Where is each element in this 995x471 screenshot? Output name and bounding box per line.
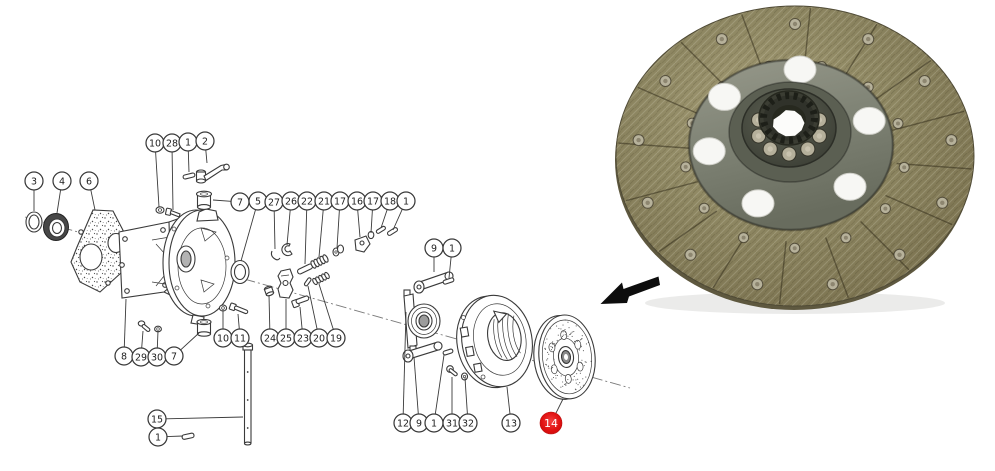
callout-17: 17 — [363, 191, 383, 234]
svg-text:23: 23 — [297, 333, 309, 344]
svg-text:24: 24 — [264, 333, 276, 344]
top-fasteners-drawing — [155, 163, 230, 218]
svg-text:14: 14 — [544, 417, 558, 430]
callout-21: 21 — [314, 191, 334, 258]
direction-arrow — [600, 276, 660, 304]
callout-1: 1 — [424, 354, 445, 433]
exploded-diagram: 1028123467527262221171617181918293071011… — [24, 131, 631, 447]
callout-29: 29 — [131, 330, 151, 367]
svg-text:10: 10 — [149, 138, 161, 149]
hub-recess-edge — [728, 81, 852, 183]
svg-text:1: 1 — [449, 243, 455, 254]
seal-ring-drawing — [25, 211, 43, 233]
svg-text:1: 1 — [403, 196, 409, 207]
svg-text:7: 7 — [171, 351, 177, 362]
gasket-drawing — [70, 209, 128, 293]
svg-text:15: 15 — [151, 414, 163, 425]
callout-9: 9 — [424, 238, 444, 272]
callout-13: 13 — [501, 386, 521, 433]
svg-text:20: 20 — [313, 333, 325, 344]
bearing-drawing — [43, 213, 69, 241]
callout-14: 14 — [539, 398, 564, 435]
svg-text:1: 1 — [431, 418, 437, 429]
plate-lightening-holes — [692, 55, 886, 218]
callout-1: 1 — [148, 427, 184, 447]
callout-22: 22 — [297, 191, 317, 265]
callout-31: 31 — [442, 377, 462, 433]
callout-1: 1 — [442, 238, 462, 279]
cross-shaft-hardware-drawing — [263, 268, 330, 309]
callout-8: 8 — [114, 298, 134, 366]
svg-text:27: 27 — [268, 197, 280, 208]
callout-26: 26 — [281, 191, 301, 246]
callout-1: 1 — [178, 132, 198, 173]
svg-text:17: 17 — [367, 196, 379, 207]
svg-text:16: 16 — [351, 196, 363, 207]
callout-18: 18 — [380, 191, 400, 229]
callout-23: 23 — [293, 306, 313, 348]
callout-10: 10 — [213, 310, 233, 348]
svg-text:8: 8 — [121, 351, 127, 362]
svg-text:32: 32 — [462, 418, 474, 429]
clutch-disc-drawing — [533, 314, 596, 400]
pilot-seal-drawing — [230, 259, 250, 285]
callout-30: 30 — [147, 330, 167, 367]
callout-16: 16 — [347, 191, 367, 238]
callout-17: 17 — [330, 191, 350, 249]
callout-4: 4 — [52, 171, 72, 214]
lower-fasteners-drawing — [137, 302, 249, 333]
callout-27: 27 — [264, 192, 284, 250]
svg-text:26: 26 — [285, 196, 297, 207]
svg-text:29: 29 — [135, 352, 147, 363]
svg-text:5: 5 — [255, 196, 261, 207]
svg-text:2: 2 — [202, 136, 208, 147]
pressure-plate-drawing — [456, 294, 533, 389]
clutch-disc-photo — [615, 5, 975, 314]
svg-text:31: 31 — [446, 418, 458, 429]
callout-10: 10 — [145, 133, 165, 208]
svg-text:9: 9 — [416, 418, 422, 429]
svg-text:4: 4 — [59, 176, 65, 187]
callout-3: 3 — [24, 171, 44, 211]
callout-7: 7 — [212, 192, 250, 212]
callout-19: 19 — [318, 283, 346, 348]
callout-7: 7 — [164, 332, 200, 366]
callout-28: 28 — [162, 133, 182, 211]
svg-text:18: 18 — [384, 196, 396, 207]
callout-1: 1 — [392, 191, 416, 231]
clutch-housing-drawing — [118, 208, 236, 337]
callout-32: 32 — [458, 377, 478, 433]
callout-11: 11 — [230, 313, 250, 348]
svg-text:1: 1 — [185, 137, 191, 148]
svg-text:13: 13 — [505, 418, 517, 429]
svg-text:3: 3 — [31, 176, 37, 187]
shaft-rod-drawing — [181, 342, 254, 446]
svg-text:10: 10 — [217, 333, 229, 344]
callout-15: 15 — [147, 409, 244, 429]
callout-25: 25 — [276, 299, 296, 348]
svg-text:19: 19 — [330, 333, 342, 344]
hub-bore — [773, 110, 805, 137]
facing-segment-lines — [618, 8, 972, 304]
svg-text:21: 21 — [318, 196, 330, 207]
svg-text:11: 11 — [234, 333, 246, 344]
svg-text:25: 25 — [280, 333, 292, 344]
callout-12: 12 — [393, 311, 413, 433]
mid-hardware-drawing — [270, 225, 399, 275]
callout-6: 6 — [79, 171, 99, 211]
callout-2: 2 — [195, 131, 215, 164]
svg-text:9: 9 — [431, 243, 437, 254]
svg-text:1: 1 — [155, 432, 161, 443]
svg-text:22: 22 — [301, 196, 313, 207]
callout-24: 24 — [260, 294, 280, 348]
svg-text:7: 7 — [237, 197, 243, 208]
svg-text:30: 30 — [151, 352, 163, 363]
callout-20: 20 — [307, 285, 329, 348]
svg-text:6: 6 — [86, 176, 92, 187]
svg-text:17: 17 — [334, 196, 346, 207]
svg-text:28: 28 — [166, 138, 178, 149]
svg-text:12: 12 — [397, 418, 409, 429]
